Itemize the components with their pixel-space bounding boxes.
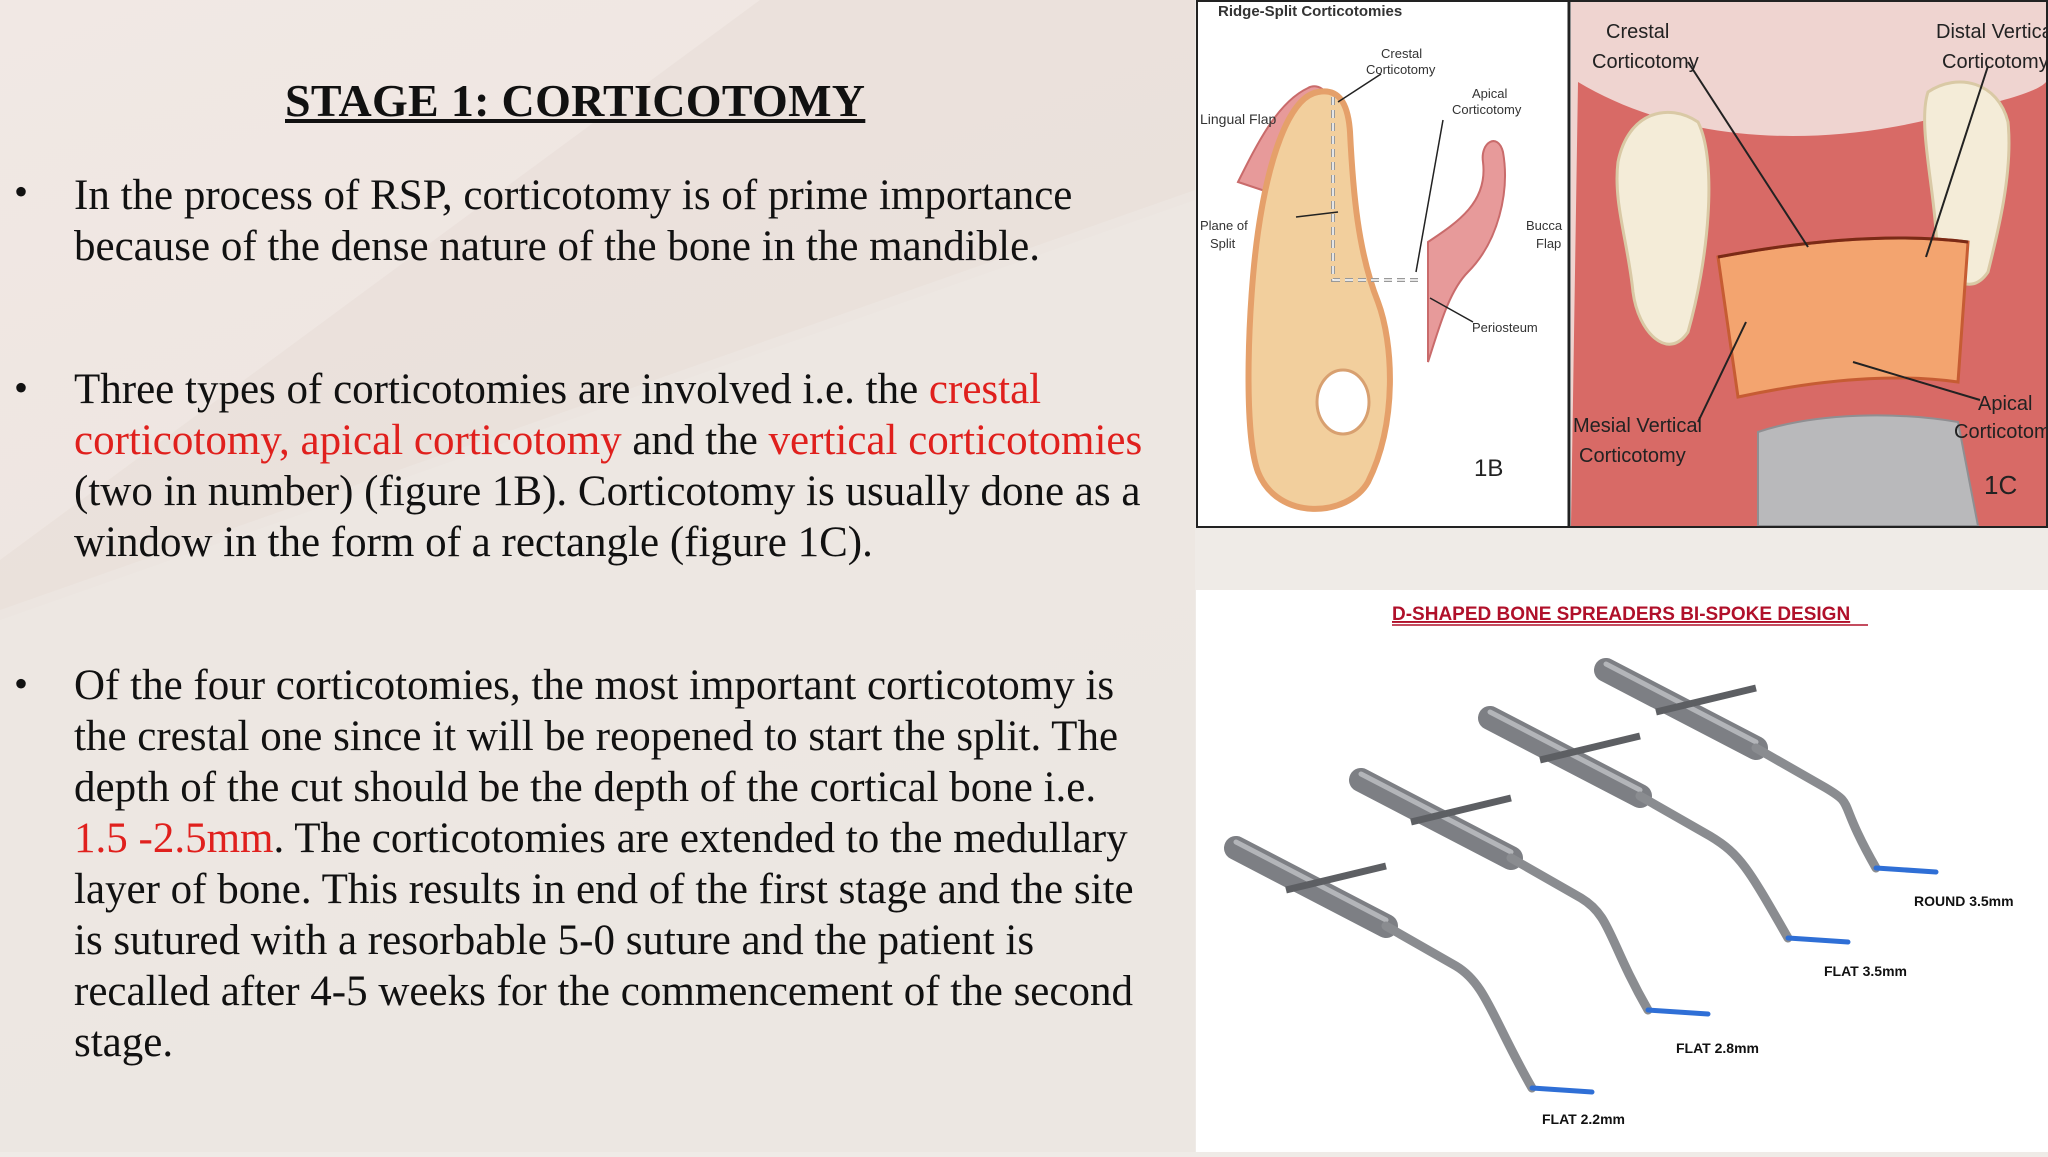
figure-1c-mesial-label-2: Corticotomy: [1579, 445, 1686, 467]
bullet-paragraph-1: In the process of RSP, corticotomy is of…: [74, 170, 1144, 272]
spreader-instrument: [1349, 768, 1711, 1017]
figure-1b-title: Ridge-Split Corticotomies: [1218, 3, 1402, 20]
figure-1b-apical-label-2: Corticotomy: [1452, 102, 1522, 117]
spreader-instruments: [1224, 658, 1939, 1095]
figure-1b-apical-label-1: Apical: [1472, 86, 1508, 101]
figure-1c-apical-label-2: Corticotomy: [1954, 421, 2046, 443]
figure-1c-apical-label-1: Apical: [1978, 393, 2032, 415]
bullet-marker: •: [14, 365, 29, 410]
paragraph-text: (two in number) (figure 1B). Corticotomy…: [74, 468, 1141, 566]
spreader-instrument: [1478, 706, 1851, 945]
paragraph-text: In the process of RSP, corticotomy is of…: [74, 172, 1073, 270]
bullet-paragraph-2: Three types of corticotomies are involve…: [74, 364, 1144, 568]
figure-1b-buccal-label-2: Flap: [1536, 236, 1561, 251]
highlighted-text: 1.5 -2.5mm: [74, 815, 274, 862]
figure-1c-mesial-label-1: Mesial Vertical: [1573, 415, 1702, 437]
spreader-instrument: [1224, 836, 1595, 1095]
background-diagonal-decoration: [0, 0, 1195, 1152]
paragraph-text: . The corticotomies are extended to the …: [74, 815, 1134, 1066]
figure-1c-distal-label-2: Corticotomy: [1942, 51, 2046, 73]
figure-corticotomy-diagrams: Ridge-Split Corticotomies Crestal Cortic…: [1196, 0, 2048, 528]
figure-1b-buccal-label-1: Bucca: [1526, 218, 1563, 233]
paragraph-text: Three types of corticotomies are involve…: [74, 366, 929, 413]
bullet-paragraph-3: Of the four corticotomies, the most impo…: [74, 660, 1144, 1068]
figure-1c-number: 1C: [1984, 470, 2017, 500]
figure-1b-periosteum-label: Periosteum: [1472, 320, 1538, 335]
paragraph-text: Of the four corticotomies, the most impo…: [74, 662, 1119, 811]
figure-bone-spreaders: D-SHAPED BONE SPREADERS BI-SPOKE DESIGN …: [1196, 590, 2048, 1152]
figure-1b-lingual-flap-label: Lingual Flap: [1200, 111, 1276, 127]
figure-1b-plane-label-1: Plane of: [1200, 218, 1248, 233]
spreaders-title: D-SHAPED BONE SPREADERS BI-SPOKE DESIGN: [1392, 604, 1850, 625]
bullet-marker: •: [14, 661, 29, 706]
spreader-instrument: [1594, 658, 1939, 875]
spreader-label-flat-3-5: FLAT 3.5mm: [1824, 963, 1907, 979]
spreader-label-flat-2-8: FLAT 2.8mm: [1676, 1040, 1759, 1056]
slide-title: STAGE 1: CORTICOTOMY: [285, 75, 866, 126]
figure-1b-crestal-label-2: Corticotomy: [1366, 62, 1436, 77]
figure-1b-crestal-label-1: Crestal: [1381, 46, 1422, 61]
figure-1c-crestal-label-2: Corticotomy: [1592, 51, 1699, 73]
figure-1c-distal-label-1: Distal Vertical: [1936, 21, 2046, 43]
highlighted-text: vertical corticotomies: [768, 417, 1143, 464]
figure-1c-crestal-label-1: Crestal: [1606, 21, 1669, 43]
figure-1b-number: 1B: [1474, 455, 1503, 482]
bullet-marker: •: [14, 169, 29, 214]
paragraph-text: and the: [621, 417, 769, 464]
highlighted-text: crestal corticotomy, apical corticotomy: [74, 366, 1042, 464]
spreader-label-round-3-5: ROUND 3.5mm: [1914, 893, 2014, 909]
figure-1b-plane-label-2: Split: [1210, 236, 1236, 251]
spreader-label-flat-2-2: FLAT 2.2mm: [1542, 1111, 1625, 1127]
